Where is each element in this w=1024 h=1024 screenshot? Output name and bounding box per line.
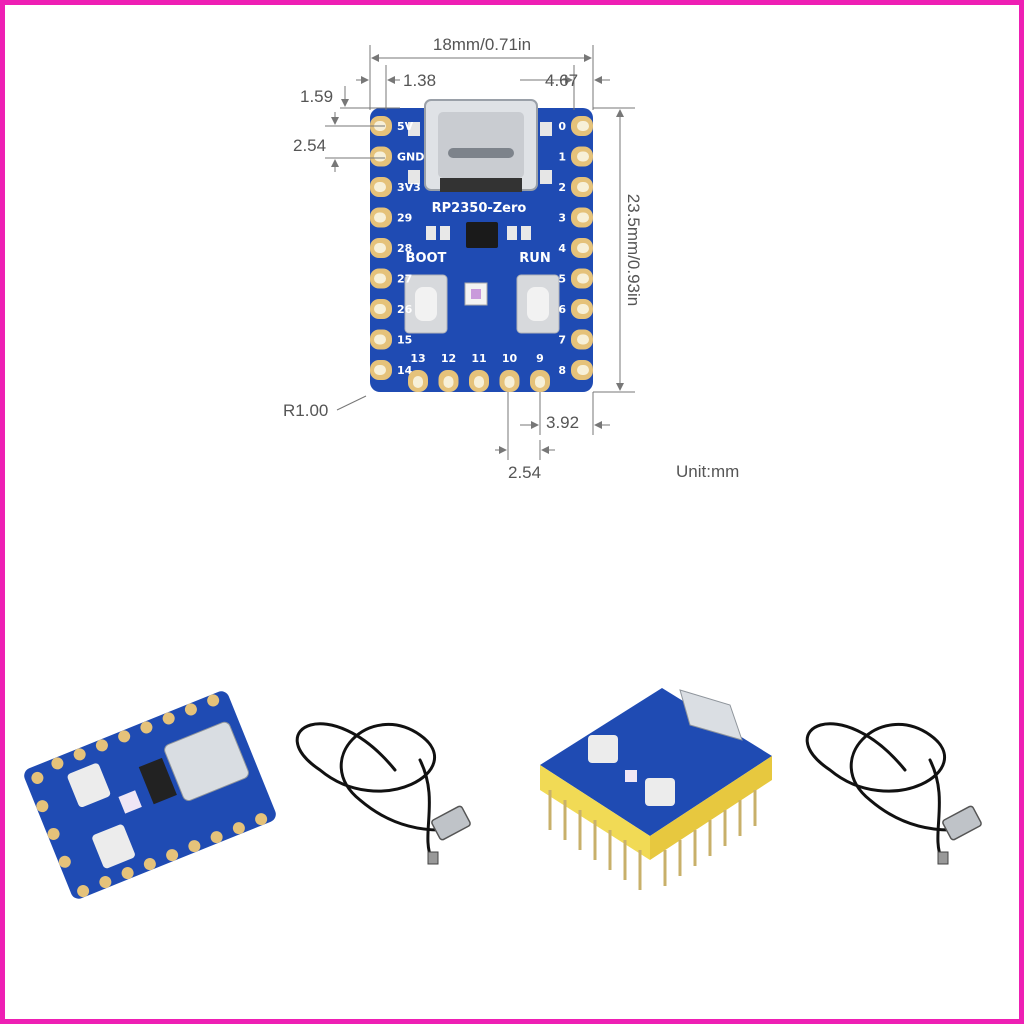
bottom-right-dimension: 3.92 (546, 413, 579, 432)
left-pin-hole (374, 304, 386, 314)
left-pin-label: 28 (397, 242, 412, 255)
width-dimension: 18mm/0.71in (433, 35, 531, 54)
right-pin-label: 2 (558, 181, 566, 194)
left-pin-label: 29 (397, 212, 412, 225)
left-pin-label: 14 (397, 364, 413, 377)
height-dimension: 23.5mm/0.93in (624, 194, 643, 306)
usb-c-cable (295, 722, 471, 865)
right-pin-row: 0 1 2 3 4 5 6 7 8 (558, 116, 593, 380)
left-pin-hole (374, 182, 386, 192)
left-pin-label: GND (397, 151, 424, 164)
left-pin-hole (374, 212, 386, 223)
boot-button (404, 274, 448, 334)
dimension-annotations: 18mm/0.71in 1.38 4.67 1.59 2.54 23.5mm/0… (283, 35, 739, 482)
right-pin-hole (577, 151, 589, 162)
bottom-pin-hole (535, 376, 545, 388)
right-pin-hole (577, 334, 589, 345)
right-pin-hole (577, 243, 589, 253)
left-pitch-dimension: 2.54 (293, 136, 326, 155)
run-button (516, 274, 560, 334)
bottom-pin-hole (413, 376, 423, 388)
right-pin-label: 5 (558, 273, 566, 286)
board-name-label: RP2350-Zero (432, 201, 527, 216)
corner-radius-dimension: R1.00 (283, 401, 328, 420)
board-photo (24, 691, 276, 899)
right-offset-dimension: 4.67 (545, 71, 578, 90)
right-pin-label: 8 (558, 364, 566, 377)
bottom-pin-label: 13 (410, 352, 425, 365)
regulator-chip (466, 222, 498, 248)
run-label: RUN (519, 251, 550, 266)
left-pin-label: 5V (397, 120, 414, 133)
right-pin-label: 3 (558, 212, 566, 225)
bottom-pin-hole (474, 376, 484, 388)
right-pin-label: 6 (558, 303, 566, 316)
left-pin-label: 15 (397, 334, 412, 347)
left-pin-hole (374, 273, 386, 284)
bottom-pin-label: 9 (536, 352, 544, 365)
bottom-pin-label: 10 (502, 352, 518, 365)
right-pin-label: 4 (558, 242, 566, 255)
right-pin-hole (577, 121, 589, 131)
board-top-view: RP2350-Zero BOOT RUN 5VGND3V329282726151… (370, 99, 593, 392)
right-pin-hole (577, 365, 589, 375)
left-offset-dimension: 1.38 (403, 71, 436, 90)
right-pin-hole (577, 212, 589, 223)
bottom-pin-row: 13 12 11 10 9 (408, 352, 550, 392)
right-pin-label: 7 (558, 334, 566, 347)
left-pin-label: 27 (397, 273, 412, 286)
bottom-pin-hole (504, 376, 515, 388)
right-pin-label: 0 (558, 120, 566, 133)
boot-label: BOOT (406, 251, 447, 266)
left-pin-label: 3V3 (397, 181, 421, 194)
left-pin-hole (374, 151, 386, 162)
right-pin-hole (577, 273, 589, 284)
unit-label: Unit:mm (676, 462, 739, 481)
left-pin-hole (374, 243, 386, 253)
bottom-pin-hole (443, 376, 454, 388)
left-pin-hole (374, 334, 386, 345)
top-offset-dimension: 1.59 (300, 87, 333, 106)
left-pin-hole (374, 365, 386, 375)
right-pin-hole (577, 182, 589, 192)
usb-c-connector (424, 99, 538, 192)
board-with-headers-photo (540, 688, 772, 890)
bottom-pitch-dimension: 2.54 (508, 463, 541, 482)
bottom-pin-label: 12 (441, 352, 456, 365)
right-pin-label: 1 (558, 151, 566, 164)
right-pin-hole (577, 304, 589, 314)
left-pin-label: 26 (397, 303, 413, 316)
usb-c-cable-2 (805, 722, 982, 865)
bottom-pin-label: 11 (471, 352, 486, 365)
